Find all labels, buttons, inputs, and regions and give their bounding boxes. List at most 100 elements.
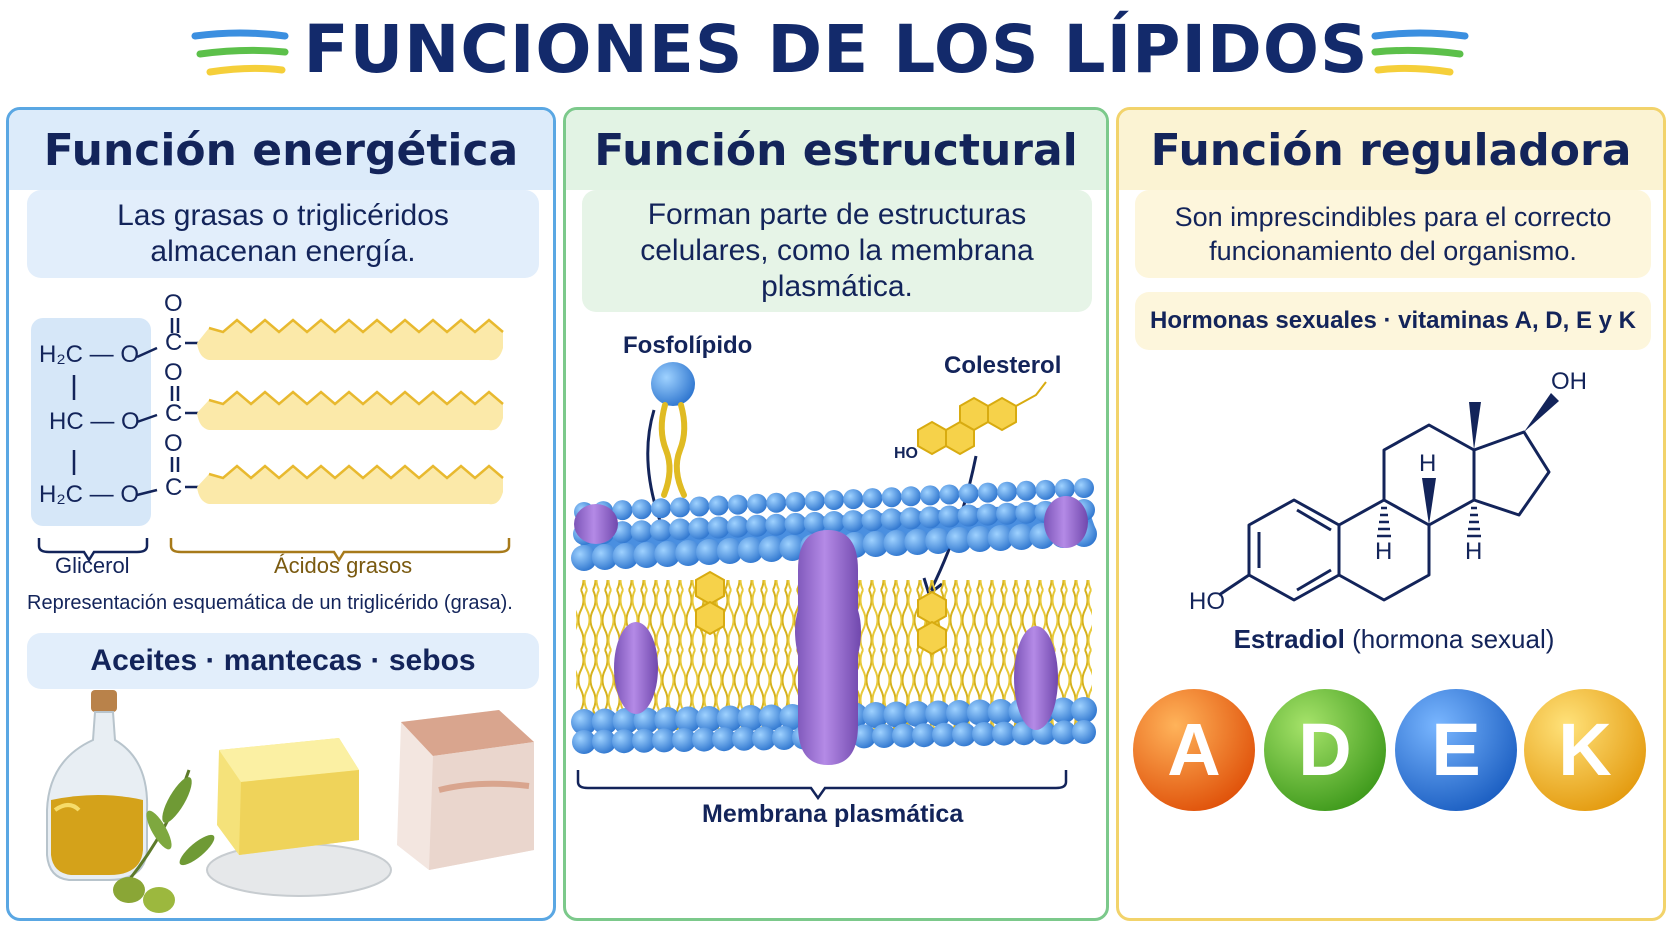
phospholipid-head	[765, 513, 788, 536]
phospholipid-head	[758, 536, 785, 562]
phospholipid-head	[804, 490, 825, 511]
vitamin-k-ball	[1524, 689, 1646, 811]
phospholipid-head	[880, 508, 903, 531]
phospholipid-head	[675, 540, 702, 566]
phospholipid-head	[779, 535, 806, 561]
phospholipid-head	[1050, 697, 1077, 724]
phospholipid-head	[675, 706, 702, 733]
triglyceride-diagram	[31, 318, 511, 563]
membrane-label: Membrana plasmática	[702, 800, 964, 828]
phospholipid-head	[649, 519, 672, 542]
page-title: FUNCIONES DE LOS LÍPIDOS	[303, 11, 1369, 88]
phospholipid-head	[996, 502, 1019, 525]
phospholipid-head	[784, 512, 807, 535]
phospholipid-head	[862, 702, 889, 728]
estradiol-note: (hormona sexual)	[1352, 624, 1555, 654]
phospholipid-head	[571, 545, 597, 571]
vitamin-e-ball	[1395, 689, 1517, 811]
phospholipid-head	[862, 488, 883, 509]
phospholipid-head	[630, 520, 653, 543]
membrane-diagram	[571, 362, 1097, 801]
vitamin-a-ball	[1133, 689, 1255, 811]
estructural-description: Forman parte de estructuras celulares, c…	[582, 190, 1092, 312]
carbon-1: C	[165, 329, 183, 356]
phospholipid-label: Fosfolípido	[623, 332, 753, 359]
fatty-acid-chains	[197, 318, 504, 505]
membrane-heads-bottom	[571, 697, 1097, 754]
vitamin-e-label: E	[1431, 708, 1481, 791]
phospholipid-head	[572, 730, 596, 754]
phospholipid-head	[972, 722, 996, 746]
phospholipid-head	[966, 699, 993, 726]
phospholipid-icon	[651, 362, 695, 498]
panel-estructural-heading: Función estructural	[566, 110, 1106, 190]
phospholipid-head	[654, 707, 681, 733]
oh-wedge	[1524, 393, 1559, 432]
phospholipid-head	[732, 726, 756, 751]
phospholipid-head	[939, 484, 960, 505]
estradiol-caption: Estradiol (hormona sexual)	[1119, 624, 1663, 655]
phospholipid-head	[612, 543, 639, 569]
phospholipid-head	[747, 493, 768, 514]
phospholipid-head	[672, 728, 696, 752]
phospholipid-head	[737, 537, 764, 563]
phospholipid-head	[766, 492, 787, 513]
phospholipid-head	[632, 728, 656, 753]
membrane-cholesterol	[695, 570, 947, 656]
carbonyl-o-1: O	[164, 290, 183, 317]
phospholipid-head	[669, 518, 692, 541]
phospholipid-head	[843, 489, 864, 510]
phospholipid-head	[707, 516, 730, 539]
phospholipid-head	[612, 708, 639, 734]
phospholipid-head	[592, 729, 616, 754]
triglyceride-caption: Representación esquemática de un triglic…	[27, 592, 513, 614]
decorative-stripes-left-icon	[191, 29, 289, 76]
cholesterol-ho: HO	[894, 445, 918, 462]
phospholipid-head	[1054, 478, 1075, 499]
decorative-stripes-right-icon	[1371, 29, 1469, 76]
estradiol-ho-label: HO	[1189, 588, 1225, 615]
vitamin-d-ball	[1264, 689, 1386, 811]
phospholipid-head	[919, 506, 942, 529]
cholesterol-label: Colesterol	[944, 352, 1062, 379]
carbon-2: C	[165, 400, 183, 427]
panel-reguladora-heading: Función reguladora	[1119, 110, 1663, 190]
estradiol-h-c14: H	[1465, 538, 1483, 565]
vitamin-balls	[1133, 689, 1646, 811]
phospholipid-head	[696, 539, 722, 565]
phospholipid-head	[872, 724, 896, 748]
phospholipid-head	[785, 491, 806, 512]
phospholipid-head	[688, 517, 711, 540]
phospholipid-head	[689, 496, 710, 517]
glycerol-row-2: HC — O	[49, 408, 140, 435]
phospholipid-head	[900, 486, 921, 507]
phospholipid-head	[772, 726, 796, 750]
phospholipid-head	[1015, 501, 1038, 524]
phospholipid-head	[652, 728, 676, 753]
phospholipid-head	[631, 499, 652, 520]
phospholipid-head	[1008, 524, 1035, 550]
phospholipid-head	[842, 510, 865, 533]
vitamin-d-label: D	[1298, 708, 1352, 791]
phospholipid-head	[957, 504, 980, 527]
panel-energetica: Función energética Las grasas o triglicé…	[6, 107, 556, 921]
phospholipid-head	[938, 505, 961, 528]
olive-branch-icon	[113, 769, 215, 913]
vitamin-a-label: A	[1167, 708, 1221, 791]
carbon-3: C	[165, 474, 183, 501]
phospholipid-head	[976, 503, 999, 526]
phospholipid-head	[571, 709, 597, 735]
glycerol-label: Glicerol	[55, 553, 130, 578]
membrane-proteins	[574, 496, 1088, 765]
phospholipid-head	[883, 701, 910, 728]
phospholipid-head	[633, 707, 660, 734]
phospholipid-head	[881, 487, 902, 508]
phospholipid-head	[1071, 697, 1097, 723]
glycerol-row-1: H₂C — O	[39, 341, 139, 368]
phospholipid-head	[758, 704, 785, 731]
panel-energetica-heading: Función energética	[9, 110, 553, 190]
phospholipid-head	[952, 722, 976, 747]
phospholipid-head	[992, 721, 1016, 746]
estradiol-structure	[1218, 393, 1559, 602]
phospholipid-head	[912, 723, 936, 748]
